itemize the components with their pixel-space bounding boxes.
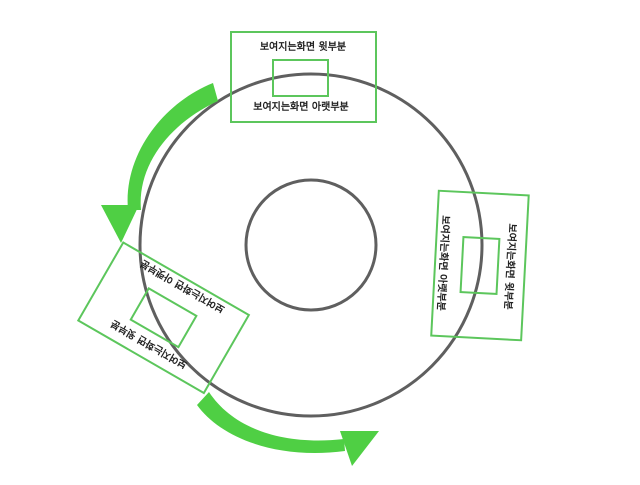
viewport-left: 보여지는화면 윗부분 보여지는화면 아랫부분 bbox=[76, 241, 251, 395]
viewport-top-frame bbox=[230, 31, 377, 123]
viewport-right-focus-box bbox=[459, 236, 501, 295]
viewport-right-frame bbox=[430, 189, 530, 342]
upper-rotation-arrow-icon bbox=[101, 83, 218, 243]
viewport-top-label-upper: 보여지는화면 윗부분 bbox=[260, 40, 346, 53]
viewport-top-label-lower: 보여지는화면 아랫부분 bbox=[253, 100, 348, 113]
viewport-left-focus-box bbox=[129, 287, 198, 349]
viewport-right-label-upper: 보여지는화면 윗부분 bbox=[502, 223, 519, 310]
viewport-top-focus-box bbox=[272, 59, 329, 97]
viewport-top: 보여지는화면 윗부분 보여지는화면 아랫부분 bbox=[230, 31, 377, 123]
inner-circle bbox=[244, 178, 378, 312]
lower-rotation-arrow-icon bbox=[197, 392, 379, 466]
viewport-left-frame bbox=[76, 241, 251, 395]
outer-circle bbox=[138, 72, 484, 418]
